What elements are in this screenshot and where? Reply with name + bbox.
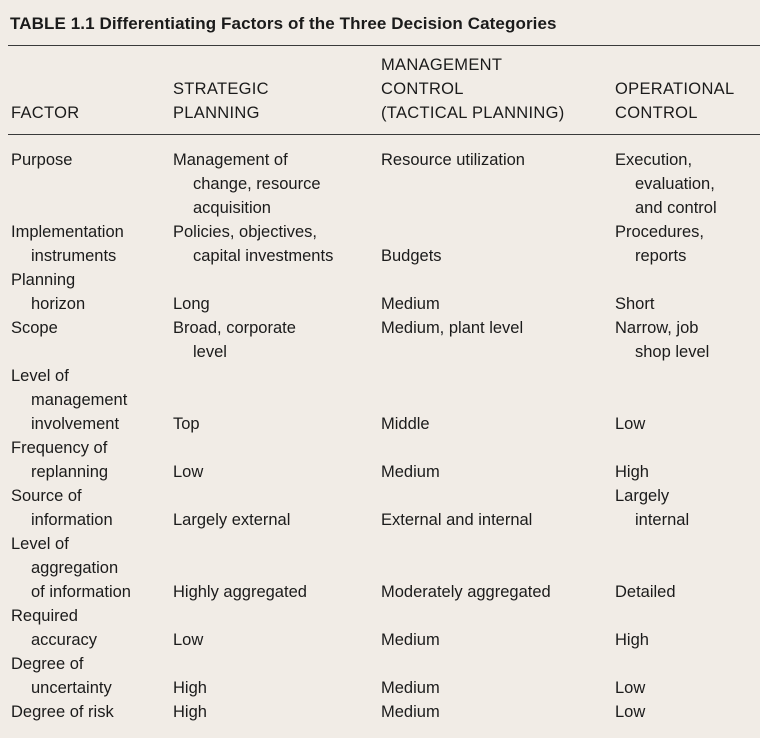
table-cell-operational: Low <box>615 679 646 697</box>
table-cell-factor: Planning horizon <box>11 271 86 313</box>
table-cell-factor: Degree of uncertainty <box>11 655 112 697</box>
table-cell-management: Moderately aggregated <box>381 583 551 601</box>
table-cell-factor: Purpose <box>11 151 73 169</box>
table-cell-factor: Level of management involvement <box>11 367 128 433</box>
table-cell-factor: Level of aggregation of information <box>11 535 131 601</box>
table-cell-strategic: Largely external <box>173 511 291 529</box>
table-cell-management: Middle <box>381 415 430 433</box>
table-cell-factor: Frequency of replanning <box>11 439 109 481</box>
table-cell-strategic: Low <box>173 463 204 481</box>
table-cell-operational: Largely internal <box>615 487 690 529</box>
table-cell-strategic: High <box>173 703 207 721</box>
table-cell-strategic: Policies, objectives, capital investment… <box>173 223 334 265</box>
table-cell-operational: Short <box>615 295 655 313</box>
table-cell-operational: Narrow, job shop level <box>615 319 710 361</box>
table-cell-operational: High <box>615 463 649 481</box>
header-operational-control: OPERATIONAL CONTROL <box>615 80 735 122</box>
table-cell-operational: Low <box>615 703 646 721</box>
table-title: TABLE 1.1 Differentiating Factors of the… <box>10 14 557 33</box>
table-cell-factor: Degree of risk <box>11 703 114 721</box>
table-cell-strategic: Long <box>173 295 210 313</box>
table-cell-management: Medium <box>381 703 440 721</box>
table-cell-factor: Source of information <box>11 487 113 529</box>
table-cell-operational: Procedures, reports <box>615 223 704 265</box>
header-strategic-planning: STRATEGIC PLANNING <box>173 80 269 122</box>
header-management-control: MANAGEMENT CONTROL (TACTICAL PLANNING) <box>381 56 565 122</box>
table-cell-factor: Scope <box>11 319 58 337</box>
table-cell-operational: Low <box>615 415 646 433</box>
table-cell-management: Medium <box>381 295 440 313</box>
header-factor: FACTOR <box>11 104 80 122</box>
table-cell-management: Medium, plant level <box>381 319 524 337</box>
table-cell-management: Medium <box>381 631 440 649</box>
table-cell-management: Medium <box>381 679 440 697</box>
table-cell-strategic: Top <box>173 415 200 433</box>
table-cell-operational: Detailed <box>615 583 676 601</box>
table-cell-strategic: High <box>173 679 207 697</box>
table-cell-operational: High <box>615 631 649 649</box>
table-cell-strategic: Highly aggregated <box>173 583 307 601</box>
table-cell-management: External and internal <box>381 511 533 529</box>
table-cell-strategic: Broad, corporate level <box>173 319 296 361</box>
table-cell-factor: Required accuracy <box>11 607 98 649</box>
table-cell-management: Budgets <box>381 247 442 265</box>
title-rule <box>8 45 760 46</box>
table-cell-management: Medium <box>381 463 440 481</box>
table-cell-management: Resource utilization <box>381 151 525 169</box>
table-cell-operational: Execution, evaluation, and control <box>615 151 717 217</box>
table-cell-strategic: Management of change, resource acquisiti… <box>173 151 321 217</box>
table-cell-strategic: Low <box>173 631 204 649</box>
header-rule <box>8 134 760 135</box>
table-cell-factor: Implementation instruments <box>11 223 124 265</box>
